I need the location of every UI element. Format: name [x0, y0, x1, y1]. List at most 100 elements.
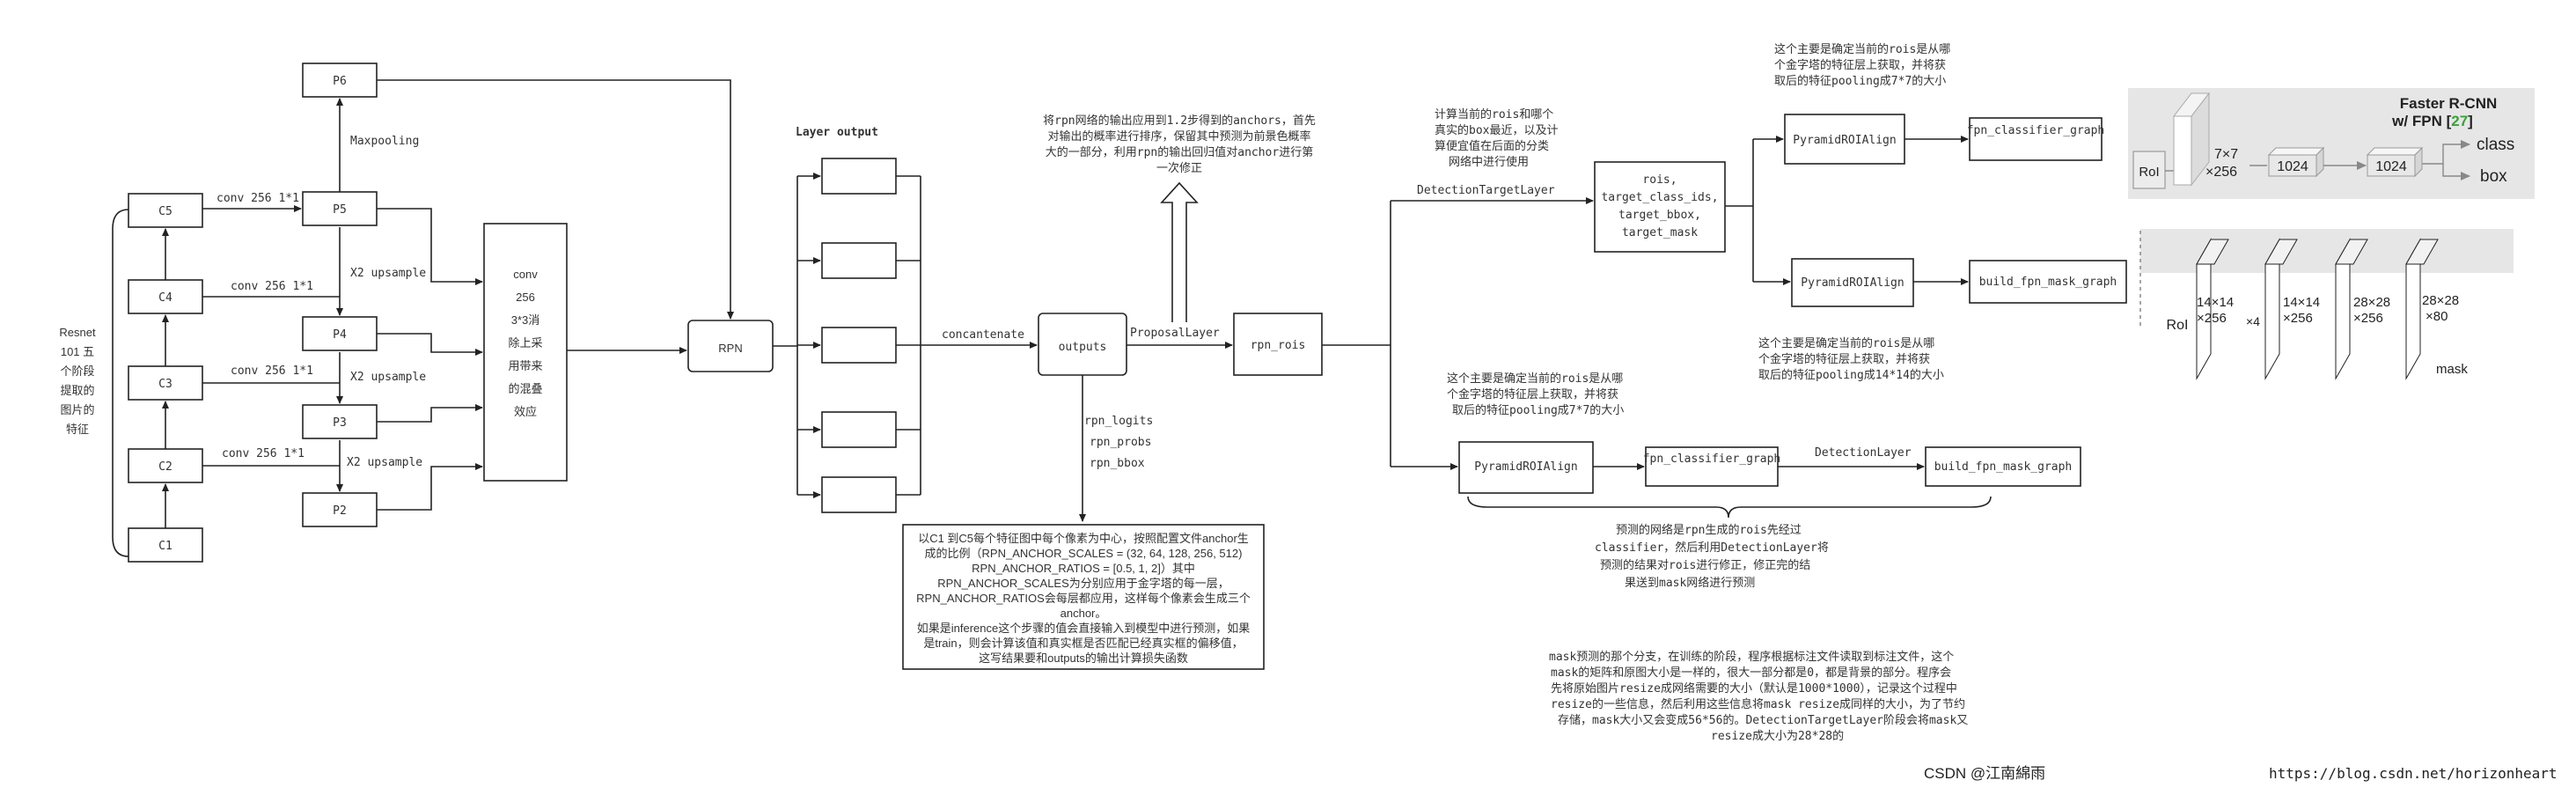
- svg-text:rpn_rois: rpn_rois: [1251, 339, 1306, 352]
- train-classifier-box: fpn_classifier_graph: [1967, 117, 2104, 161]
- svg-text:个金字塔的特征层上获取，并将获: 个金字塔的特征层上获取，并将获: [1774, 58, 1946, 72]
- inset-class-out: class: [2477, 136, 2514, 154]
- backbone-caption-line: 个阶段: [60, 364, 94, 378]
- inset-7x7-label: 7×7: [2214, 147, 2238, 162]
- conv-label-c3: conv 256 1*1: [231, 364, 313, 378]
- backbone-brace: [112, 209, 129, 557]
- targets-box: rois, target_class_ids, target_bbox, tar…: [1594, 161, 1726, 253]
- csdn-watermark: CSDN @江南綿雨: [1924, 765, 2045, 782]
- svg-text:这写结果要和outputs的输出计算损失函数: 这写结果要和outputs的输出计算损失函数: [979, 651, 1188, 665]
- backbone-caption-line: 特征: [66, 423, 89, 436]
- svg-text:conv: conv: [513, 268, 538, 281]
- backbone-caption-line: Resnet: [59, 326, 96, 339]
- svg-text:build_fpn_mask_graph: build_fpn_mask_graph: [1934, 460, 2073, 474]
- svg-text:这个主要是确定当前的rois是从哪: 这个主要是确定当前的rois是从哪: [1774, 42, 1950, 56]
- svg-text:用带来: 用带来: [508, 359, 542, 372]
- svg-text:C1: C1: [158, 540, 172, 553]
- svg-text:RPN_ANCHOR_RATIOS会每层都应用，这样每个像素: RPN_ANCHOR_RATIOS会每层都应用，这样每个像素会生成三个: [916, 592, 1251, 605]
- svg-text:这个主要是确定当前的rois是从哪: 这个主要是确定当前的rois是从哪: [1758, 336, 1934, 350]
- svg-text:mask的矩阵和原图大小是一样的，很大一部分都是0，都是背景: mask的矩阵和原图大小是一样的，很大一部分都是0，都是背景的部分。程序会: [1551, 666, 1951, 680]
- maxpool-label: Maxpooling: [350, 135, 419, 148]
- inset-mask-block-1: 14×14: [2197, 295, 2234, 310]
- backbone-caption-line: 图片的: [60, 403, 94, 416]
- svg-text:的混叠: 的混叠: [508, 382, 542, 395]
- detection-layer-label: DetectionLayer: [1815, 446, 1912, 460]
- fpn-p6: P6: [302, 63, 378, 98]
- stage-c2: C2: [128, 448, 203, 483]
- train-note-mid: 这个主要是确定当前的rois是从哪 个金字塔的特征层上获取，并将获 取后的特征p…: [1758, 336, 1944, 382]
- svg-text:3*3消: 3*3消: [511, 313, 540, 327]
- inset-title: Faster R-CNN: [2400, 95, 2498, 112]
- svg-text:这个主要是确定当前的rois是从哪: 这个主要是确定当前的rois是从哪: [1447, 372, 1623, 386]
- svg-text:网络中进行使用: 网络中进行使用: [1449, 155, 1529, 169]
- svg-text:C2: C2: [158, 460, 172, 474]
- svg-text:对输出的概率进行排序，保留其中预测为前景色概率: 对输出的概率进行排序，保留其中预测为前景色概率: [1047, 129, 1310, 144]
- svg-text:PyramidROIAlign: PyramidROIAlign: [1801, 276, 1904, 290]
- stage-c1: C1: [128, 527, 203, 563]
- rpn-output-name: rpn_logits: [1084, 415, 1153, 428]
- svg-text:build_fpn_mask_graph: build_fpn_mask_graph: [1979, 276, 2117, 289]
- svg-text:以C1 到C5每个特征图中每个像素为中心，按照配置文件anc: 以C1 到C5每个特征图中每个像素为中心，按照配置文件anchor生: [918, 532, 1249, 545]
- layer-output-title: Layer output: [796, 126, 878, 139]
- svg-text:个金字塔的特征层上获取，并将获: 个金字塔的特征层上获取，并将获: [1758, 352, 1930, 366]
- concat-fanin: [896, 175, 1038, 496]
- stage-c3: C3: [128, 365, 203, 401]
- svg-text:计算当前的rois和哪个: 计算当前的rois和哪个: [1435, 107, 1553, 121]
- upsample-label-p4: X2 upsample: [350, 371, 426, 384]
- target-note: 计算当前的rois和哪个 真实的box最近，以及计 算便宜值在后面的分类 网络中…: [1435, 107, 1558, 169]
- svg-text:将rpn网络的输出应用到1.2步得到的anchors，首先: 将rpn网络的输出应用到1.2步得到的anchors，首先: [1043, 114, 1316, 128]
- infer-brace: [1467, 496, 1992, 519]
- train-branch: [1725, 136, 1791, 285]
- svg-text:取后的特征pooling成14*14的大小: 取后的特征pooling成14*14的大小: [1758, 368, 1944, 382]
- svg-text:PyramidROIAlign: PyramidROIAlign: [1793, 134, 1896, 147]
- svg-text:个金字塔的特征层上获取，并将获: 个金字塔的特征层上获取，并将获: [1447, 387, 1618, 401]
- train-roialign-mask: PyramidROIAlign: [1791, 258, 1914, 307]
- svg-text:真实的box最近，以及计: 真实的box最近，以及计: [1435, 123, 1558, 137]
- stage-c5: C5: [128, 193, 203, 228]
- rpn-box: RPN: [687, 320, 774, 372]
- svg-text:outputs: outputs: [1059, 341, 1107, 354]
- fpn-p2: P2: [302, 492, 378, 527]
- inset-mask-block-4: 28×28: [2422, 293, 2459, 308]
- inset-7x7-label: ×256: [2205, 165, 2237, 180]
- url-watermark: https://blog.csdn.net/horizonheart: [2269, 765, 2558, 782]
- conv-label-c5: conv 256 1*1: [217, 192, 299, 205]
- rpn-output-name: rpn_bbox: [1090, 457, 1145, 470]
- infer-note: 这个主要是确定当前的rois是从哪 个金字塔的特征层上获取，并将获 取后的特征p…: [1447, 372, 1624, 417]
- inset-mask-block-3: 28×28: [2353, 295, 2390, 310]
- conv-label-c2: conv 256 1*1: [222, 447, 305, 460]
- backbone-caption-line: 101 五: [61, 345, 94, 358]
- svg-text:target_bbox,: target_bbox,: [1618, 209, 1701, 222]
- svg-text:是train，则会计算该值和真实框是否匹配已经真实框的偏移值: 是train，则会计算该值和真实框是否匹配已经真实框的偏移值，: [923, 637, 1243, 650]
- inset-mask-block-4: ×80: [2426, 309, 2448, 324]
- svg-text:resize的一些信息，然后利用这些信息将mask resi: resize的一些信息，然后利用这些信息将mask resize成同样的大小，为…: [1551, 697, 1965, 711]
- fpn-p3: P3: [302, 404, 378, 439]
- inset-mask-roi-label: RoI: [2167, 318, 2189, 333]
- svg-text:PyramidROIAlign: PyramidROIAlign: [1474, 460, 1577, 474]
- inset-box-out: box: [2480, 167, 2507, 186]
- svg-text:target_mask: target_mask: [1622, 226, 1698, 239]
- svg-text:fpn_classifier_graph: fpn_classifier_graph: [1643, 453, 1781, 466]
- svg-text:P6: P6: [333, 75, 347, 88]
- inset-roi-box: [2132, 151, 2166, 189]
- svg-text:C4: C4: [158, 291, 172, 305]
- svg-text:效应: 效应: [514, 405, 537, 418]
- svg-text:classifier，然后利用DetectionLayer将: classifier，然后利用DetectionLayer将: [1595, 541, 1829, 555]
- inset-roi-label: RoI: [2139, 165, 2159, 180]
- infer-mask-box: build_fpn_mask_graph: [1925, 446, 2081, 487]
- svg-text:成的比例（RPN_ANCHOR_SCALES = (32,: 成的比例（RPN_ANCHOR_SCALES = (32, 64, 128, 2…: [925, 547, 1243, 560]
- inset-class-arrow: [2422, 140, 2470, 165]
- svg-text:预测的结果对rois进行修正，修正完的结: 预测的结果对rois进行修正，修正完的结: [1600, 558, 1810, 572]
- rpn-rois-box: rpn_rois: [1233, 313, 1323, 376]
- outputs-box: outputs: [1038, 313, 1127, 376]
- conv-label-c4: conv 256 1*1: [231, 280, 313, 293]
- svg-text:anchor。: anchor。: [1060, 607, 1107, 620]
- detection-target-layer-label: DetectionTargetLayer: [1417, 184, 1555, 197]
- svg-text:C5: C5: [158, 205, 172, 218]
- svg-text:一次修正: 一次修正: [1156, 161, 1202, 175]
- infer-classifier-box: fpn_classifier_graph: [1643, 446, 1781, 487]
- svg-text:取后的特征pooling成7*7的大小: 取后的特征pooling成7*7的大小: [1774, 74, 1946, 88]
- svg-text:256: 256: [516, 291, 535, 304]
- inset-x4: ×4: [2246, 314, 2260, 328]
